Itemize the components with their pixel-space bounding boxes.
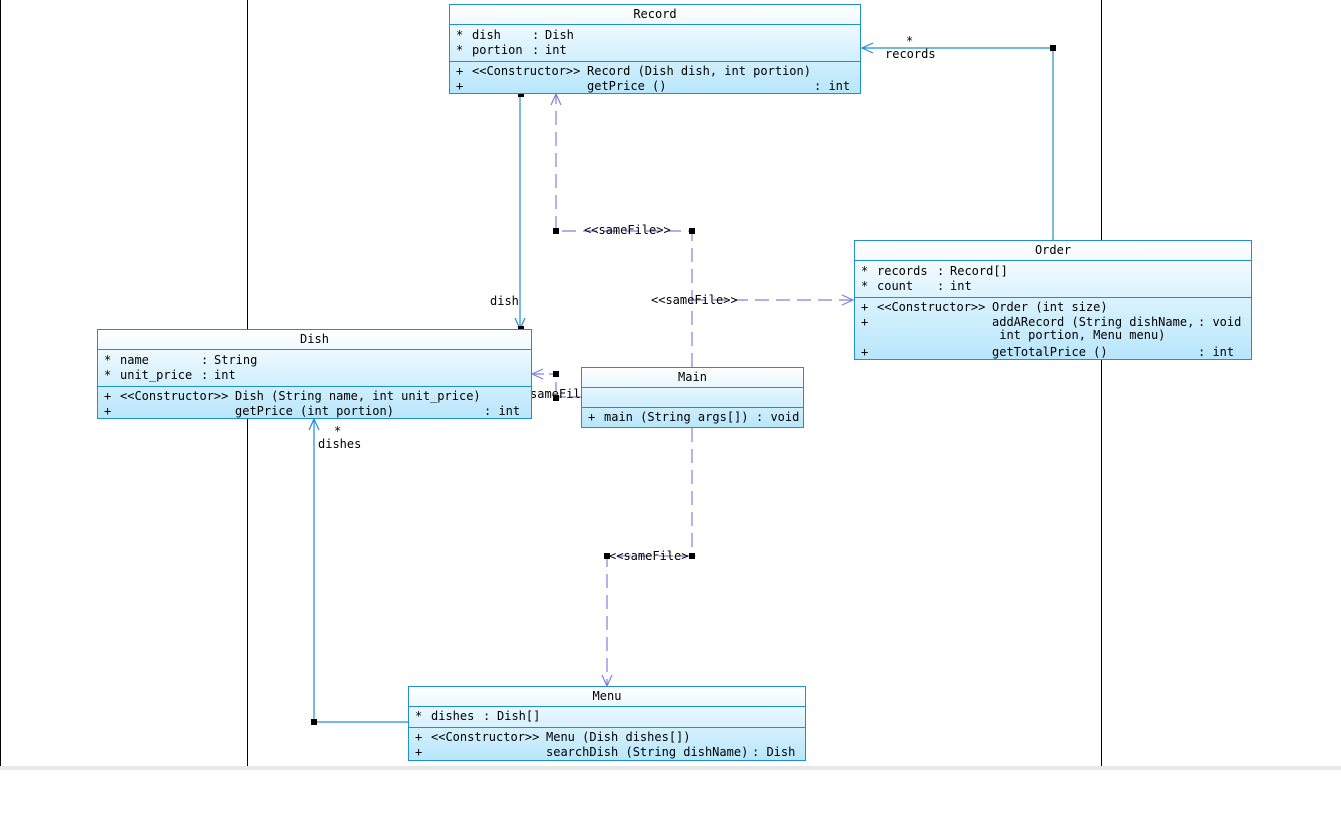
class-order-op-addarecord[interactable]: + addARecord (String dishName, : void: [861, 315, 1242, 329]
class-menu[interactable]: Menu * dishes : Dish[] + <<Constructor>>…: [408, 686, 806, 761]
class-order-title: Order: [855, 241, 1251, 261]
class-record-attributes: * dish : Dish * portion : int: [450, 25, 860, 62]
class-record[interactable]: Record * dish : Dish * portion : int + <…: [449, 4, 861, 94]
swimlane-divider-left: [0, 0, 1, 770]
class-main-attributes: [582, 388, 803, 408]
class-menu-title: Menu: [409, 687, 805, 707]
dish-role-label: dish: [490, 294, 519, 308]
dishes-multiplicity: *: [334, 424, 342, 438]
class-dish-title: Dish: [98, 330, 531, 350]
canvas-bottom-edge: [0, 766, 1341, 770]
class-order-op-gettotalprice[interactable]: + getTotalPrice () : int: [861, 345, 1235, 359]
class-order[interactable]: Order * records : Record[] * count : int…: [854, 240, 1252, 360]
class-dish-op-constructor[interactable]: + <<Constructor>> Dish (String name, int…: [104, 389, 481, 403]
class-order-op-addarecord-cont: int portion, Menu menu): [992, 328, 1166, 342]
samefile-order-label: <<sameFile>>: [651, 293, 738, 307]
class-record-op-getprice[interactable]: + getPrice () : int: [456, 79, 851, 93]
class-order-op-constructor[interactable]: + <<Constructor>> Order (int size): [861, 300, 1108, 314]
class-dish-attr-name[interactable]: * name : String: [104, 353, 258, 367]
dependency-main-menu[interactable]: [601, 428, 693, 688]
class-dish[interactable]: Dish * name : String * unit_price : int …: [97, 329, 532, 419]
diagram-connectors: [308, 42, 1056, 725]
samefile-menu-label: <<sameFile>>: [609, 549, 696, 563]
dishes-role-label: dishes: [318, 437, 362, 451]
records-multiplicity: *: [906, 34, 914, 48]
class-menu-attributes: * dishes : Dish[]: [409, 707, 805, 728]
class-main[interactable]: Main + main (String args[]) : void: [581, 367, 804, 428]
swimlane-divider-center-right: [1101, 0, 1102, 770]
class-menu-attr-dishes[interactable]: * dishes : Dish[]: [415, 709, 541, 723]
records-role-label: records: [885, 47, 936, 61]
class-main-title: Main: [582, 368, 803, 388]
class-menu-op-searchdish[interactable]: + searchDish (String dishName) : Dish: [415, 745, 796, 759]
class-record-operations: + <<Constructor>> Record (Dish dish, int…: [450, 62, 860, 95]
class-record-attr-portion[interactable]: * portion : int: [456, 43, 567, 57]
class-main-operations: + main (String args[]) : void: [582, 408, 803, 428]
association-menu-dishes[interactable]: [308, 417, 408, 723]
dependency-main-dish[interactable]: [530, 368, 581, 398]
samefile-dish-label: sameFile: [530, 387, 588, 401]
class-record-op-constructor[interactable]: + <<Constructor>> Record (Dish dish, int…: [456, 64, 811, 78]
class-main-op-main[interactable]: + main (String args[]) : void: [588, 410, 800, 424]
class-record-attr-dish[interactable]: * dish : Dish: [456, 28, 574, 42]
class-menu-op-constructor[interactable]: + <<Constructor>> Menu (Dish dishes[]): [415, 730, 691, 744]
samefile-record-label: <<sameFile>>: [584, 223, 671, 237]
dependency-main-record[interactable]: [550, 92, 693, 367]
class-menu-operations: + <<Constructor>> Menu (Dish dishes[]) +…: [409, 728, 805, 761]
class-dish-attr-unit-price[interactable]: * unit_price : int: [104, 368, 236, 382]
class-record-title: Record: [450, 5, 860, 25]
class-order-attributes: * records : Record[] * count : int: [855, 261, 1251, 298]
class-order-attr-records[interactable]: * records : Record[]: [861, 264, 1008, 278]
class-order-operations: + <<Constructor>> Order (int size) + add…: [855, 298, 1251, 361]
class-dish-op-getprice[interactable]: + getPrice (int portion) : int: [104, 404, 521, 418]
association-order-records[interactable]: [860, 42, 1054, 240]
class-order-attr-count[interactable]: * count : int: [861, 279, 972, 293]
class-dish-operations: + <<Constructor>> Dish (String name, int…: [98, 387, 531, 420]
class-dish-attributes: * name : String * unit_price : int: [98, 350, 531, 387]
